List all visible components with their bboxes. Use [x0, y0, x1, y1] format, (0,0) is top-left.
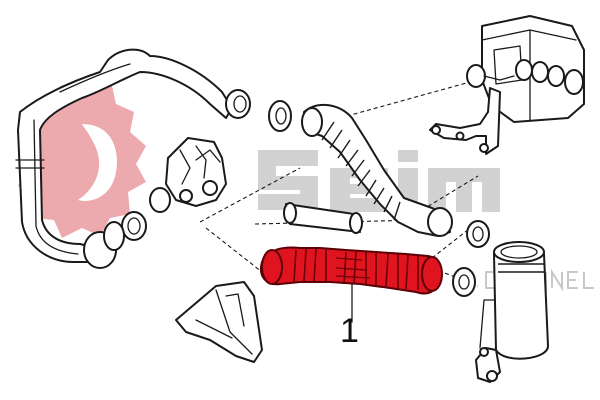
part-1-right-cuff	[421, 256, 443, 292]
short-straight-pipe	[283, 202, 363, 234]
support-bracket	[175, 281, 263, 363]
upper-corrugated-hose	[301, 103, 453, 237]
cylindrical-air-component	[475, 241, 549, 383]
part-1-hose-body	[260, 246, 443, 295]
throttle-body	[103, 137, 227, 251]
highlighted-part-1-hose[interactable]	[260, 246, 443, 295]
right-hose-clamps	[452, 220, 490, 297]
air-filter-housing	[466, 15, 585, 123]
filter-mount-bracket	[429, 87, 501, 155]
part-1-left-cuff	[261, 249, 283, 285]
part-callout-number: 1	[340, 312, 359, 350]
ring-clamp-top	[268, 100, 292, 132]
gear-watermark-logo	[18, 80, 146, 238]
